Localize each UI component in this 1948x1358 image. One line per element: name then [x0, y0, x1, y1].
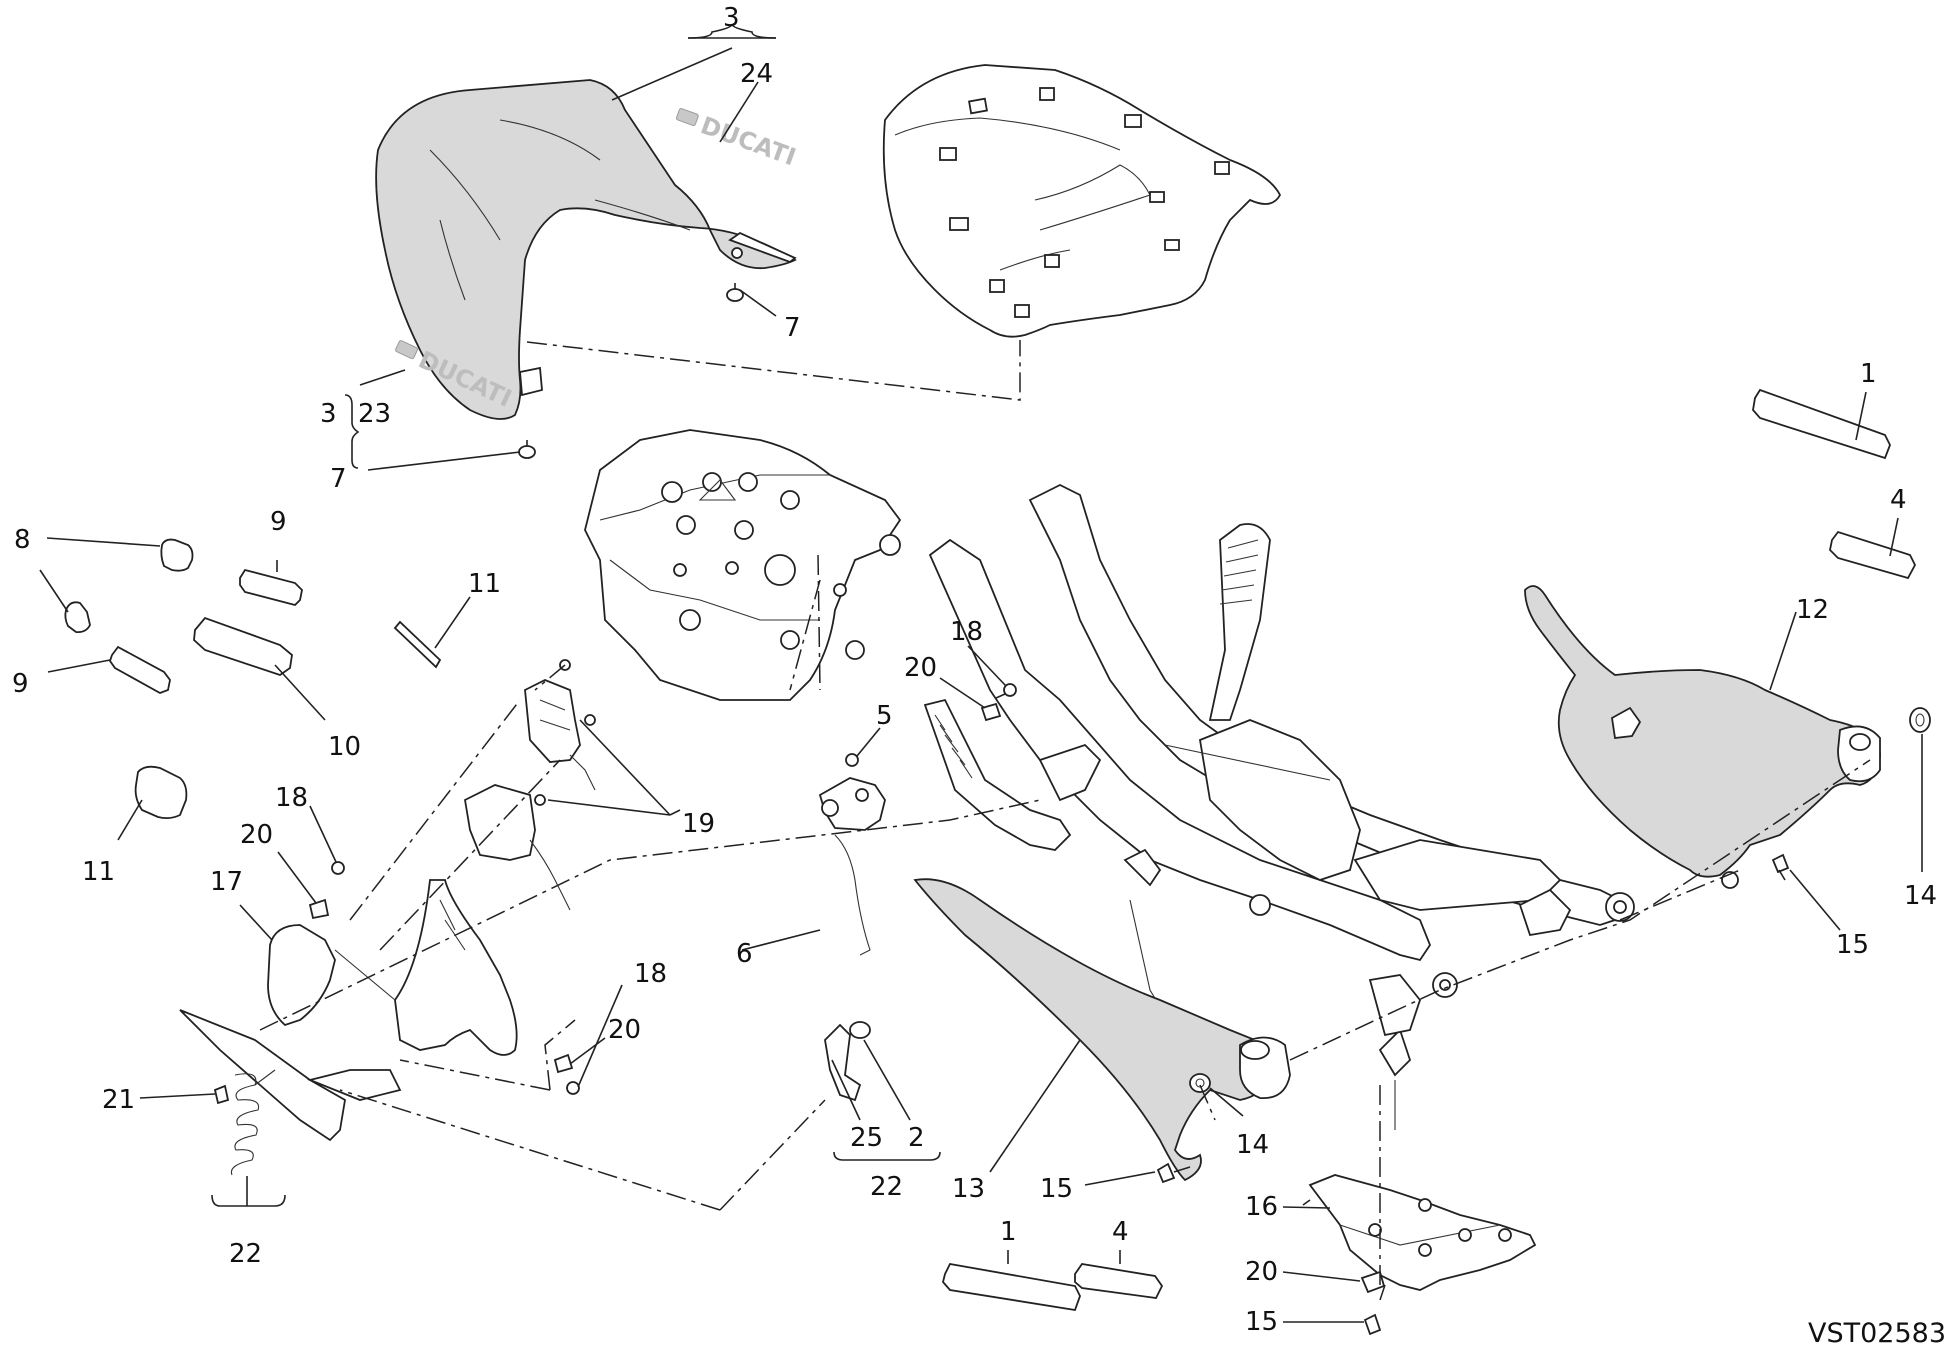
pad-8-b [64, 601, 91, 634]
ducati-logo-upper: DUCATI [675, 108, 800, 171]
callout-10: 10 [328, 732, 361, 762]
pad-10 [193, 616, 293, 676]
tail-bracket-17 [179, 879, 518, 1142]
callout-labels: 3 24 7 3 23 7 8 9 9 10 11 11 18 20 17 19… [12, 3, 1937, 1337]
clip-20-left [308, 898, 330, 920]
callout-15-mid: 15 [1040, 1174, 1073, 1204]
grommet-14-mid [1189, 1073, 1211, 1093]
seat-lock-assembly [464, 659, 596, 911]
callout-8: 8 [14, 525, 31, 555]
callout-4-bottom: 4 [1112, 1217, 1129, 1247]
pad-1-bottom [942, 1262, 1081, 1312]
callout-20-left: 20 [240, 820, 273, 850]
callout-3-left: 3 [320, 399, 337, 429]
diagram-code: VST02583 [1808, 1318, 1946, 1349]
callout-21: 21 [102, 1085, 135, 1115]
callout-23: 23 [358, 399, 391, 429]
plate-16 [1308, 1174, 1537, 1291]
pad-4-top [1829, 530, 1917, 580]
clip-20-mid [553, 1053, 574, 1074]
callout-15-right: 15 [1836, 930, 1869, 960]
callout-18-frame: 18 [950, 617, 983, 647]
latch-25-spring-2 [824, 1021, 871, 1102]
tray-latch-pin [817, 554, 821, 691]
callout-11-upper: 11 [468, 569, 501, 599]
screw-21 [213, 1084, 230, 1105]
callout-4-top: 4 [1890, 485, 1907, 515]
callout-16: 16 [1245, 1192, 1278, 1222]
callout-9-lower: 9 [12, 669, 29, 699]
callout-3-top: 3 [723, 3, 740, 33]
spring-22-left [230, 1069, 276, 1176]
svg-text:DUCATI: DUCATI [697, 111, 800, 171]
callout-17: 17 [210, 867, 243, 897]
screw-18-left [331, 861, 345, 875]
callout-14-mid: 14 [1236, 1130, 1269, 1160]
callout-1-bottom: 1 [1000, 1217, 1017, 1247]
frame-cover-left [913, 878, 1291, 1182]
footrest-bracket [923, 698, 1102, 851]
callout-20-bottom: 20 [1245, 1257, 1278, 1287]
callout-19: 19 [682, 809, 715, 839]
assembly-lines [259, 340, 1871, 1301]
screw-18-frame [995, 683, 1017, 699]
passenger-seat [882, 64, 1282, 338]
rear-subframe [928, 483, 1635, 1130]
callout-18-left: 18 [275, 783, 308, 813]
callout-5: 5 [876, 701, 893, 731]
pad-4-bottom [1074, 1263, 1164, 1299]
pad-8-a [160, 538, 194, 572]
screw-15-bottom [1363, 1313, 1382, 1336]
leader-lines [39, 23, 1923, 1323]
pad-11-upper [393, 620, 442, 669]
callout-7-upper: 7 [784, 313, 801, 343]
pad-1-top [1752, 388, 1891, 460]
pad-9-upper [239, 568, 303, 607]
pad-9-lower [109, 645, 171, 694]
grommet-14-right [1909, 707, 1931, 733]
callout-20-mid: 20 [608, 1015, 641, 1045]
callout-14-right: 14 [1904, 881, 1937, 911]
callout-24: 24 [740, 59, 773, 89]
callout-7-lower: 7 [330, 464, 347, 494]
callout-1-top: 1 [1860, 359, 1877, 389]
screw-15-right [1771, 853, 1790, 881]
callout-15-bottom: 15 [1245, 1307, 1278, 1337]
seat-latch-5 [818, 753, 886, 956]
seat-tray [584, 429, 902, 701]
screw-7-upper [726, 283, 744, 302]
callout-22-left: 22 [229, 1239, 262, 1269]
pad-11-lower [134, 765, 188, 820]
screw-18-mid [566, 1081, 580, 1095]
callout-6: 6 [736, 939, 753, 969]
callout-20-frame: 20 [904, 653, 937, 683]
callout-12: 12 [1796, 595, 1829, 625]
frame-cover-right [1524, 585, 1881, 889]
screw-15-mid [1156, 1162, 1191, 1184]
clip-20-frame [980, 702, 1002, 722]
screw-7-lower [518, 440, 536, 459]
callout-11-lower: 11 [82, 857, 115, 887]
callout-13: 13 [952, 1174, 985, 1204]
callout-2: 2 [908, 1123, 925, 1153]
callout-18-mid: 18 [634, 959, 667, 989]
callout-9-upper: 9 [270, 507, 287, 537]
callout-22-mid: 22 [870, 1172, 903, 1202]
callout-25: 25 [850, 1123, 883, 1153]
seat-cowl [375, 79, 797, 420]
